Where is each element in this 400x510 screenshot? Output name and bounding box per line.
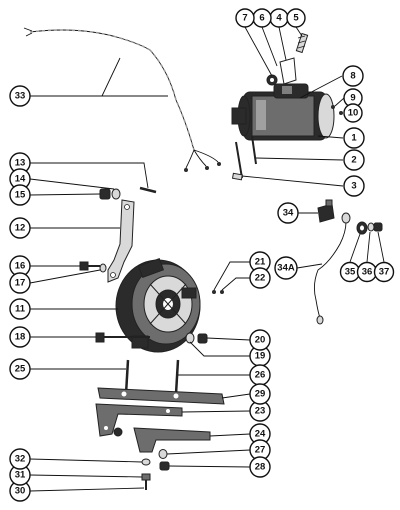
callout-35: 35 bbox=[339, 261, 361, 283]
callout-5: 5 bbox=[286, 8, 306, 28]
svg-text:24: 24 bbox=[255, 429, 266, 440]
pivot-bolt bbox=[95, 332, 150, 343]
svg-text:4: 4 bbox=[276, 13, 282, 24]
stud-nut-washer bbox=[99, 186, 157, 200]
svg-text:37: 37 bbox=[379, 267, 390, 278]
svg-text:34A: 34A bbox=[277, 263, 295, 274]
svg-text:34: 34 bbox=[283, 208, 294, 219]
starter-motor bbox=[231, 83, 335, 141]
svg-text:23: 23 bbox=[255, 406, 266, 417]
lower-bracket bbox=[133, 427, 211, 453]
svg-text:20: 20 bbox=[255, 335, 266, 346]
callout-15: 15 bbox=[9, 184, 31, 206]
callout-26: 26 bbox=[249, 364, 271, 386]
callout-22: 22 bbox=[249, 267, 271, 289]
callout-10: 10 bbox=[343, 103, 363, 123]
lower-brace bbox=[95, 403, 183, 437]
svg-text:13: 13 bbox=[15, 158, 26, 169]
svg-text:22: 22 bbox=[255, 273, 266, 284]
svg-text:25: 25 bbox=[15, 364, 26, 375]
callout-37: 37 bbox=[373, 261, 395, 283]
adjusting-brace bbox=[107, 199, 135, 283]
callout-14: 14 bbox=[9, 168, 31, 190]
svg-text:9: 9 bbox=[350, 93, 355, 104]
svg-text:15: 15 bbox=[15, 190, 26, 201]
lower-screw-set bbox=[113, 427, 151, 490]
leader-lines bbox=[29, 26, 385, 492]
callout-17: 17 bbox=[9, 272, 31, 294]
svg-text:30: 30 bbox=[15, 486, 26, 497]
callout-29: 29 bbox=[249, 383, 271, 405]
svg-text:32: 32 bbox=[15, 454, 26, 465]
callout-11: 11 bbox=[9, 298, 31, 320]
callout-12: 12 bbox=[9, 217, 31, 239]
callout-33: 33 bbox=[9, 85, 31, 107]
svg-text:6: 6 bbox=[259, 13, 264, 24]
callout-28: 28 bbox=[249, 456, 271, 478]
callout-13: 13 bbox=[9, 152, 31, 174]
starter-bolts bbox=[231, 135, 257, 181]
svg-text:26: 26 bbox=[255, 370, 266, 381]
callout-3: 3 bbox=[343, 175, 365, 197]
svg-text:33: 33 bbox=[15, 91, 26, 102]
svg-text:21: 21 bbox=[255, 257, 266, 268]
callout-25: 25 bbox=[9, 358, 31, 380]
pivot-nut-washer bbox=[185, 332, 208, 344]
callout-18: 18 bbox=[9, 326, 31, 348]
callout-6: 6 bbox=[252, 8, 272, 28]
alternator-small-parts bbox=[212, 290, 224, 294]
callout-8: 8 bbox=[342, 65, 364, 87]
svg-text:3: 3 bbox=[351, 181, 356, 192]
svg-text:35: 35 bbox=[345, 267, 356, 278]
wiring-harness bbox=[23, 27, 221, 172]
svg-text:11: 11 bbox=[15, 304, 26, 315]
mounting-bracket bbox=[97, 387, 225, 405]
svg-text:28: 28 bbox=[255, 462, 266, 473]
callout-34a: 34A bbox=[274, 256, 298, 280]
callout-4: 4 bbox=[269, 8, 289, 28]
bracket-nut-washer bbox=[158, 449, 170, 471]
callout-21: 21 bbox=[249, 251, 271, 273]
callout-36: 36 bbox=[356, 261, 378, 283]
svg-text:14: 14 bbox=[15, 174, 26, 185]
mounting-studs bbox=[124, 359, 180, 395]
starter-small-parts bbox=[331, 105, 343, 115]
svg-text:10: 10 bbox=[348, 108, 359, 119]
svg-text:16: 16 bbox=[15, 261, 26, 272]
svg-text:2: 2 bbox=[351, 155, 356, 166]
svg-text:36: 36 bbox=[362, 267, 373, 278]
brace-bolt-washer bbox=[79, 261, 107, 273]
solenoid-parts bbox=[266, 32, 309, 86]
alternator bbox=[115, 257, 201, 353]
svg-text:18: 18 bbox=[15, 332, 26, 343]
svg-text:12: 12 bbox=[15, 223, 26, 234]
svg-text:5: 5 bbox=[293, 13, 299, 24]
svg-text:7: 7 bbox=[242, 13, 247, 24]
callout-32: 32 bbox=[9, 448, 31, 470]
callout-7: 7 bbox=[235, 8, 255, 28]
svg-text:29: 29 bbox=[255, 389, 266, 400]
svg-text:19: 19 bbox=[255, 351, 266, 362]
callout-23: 23 bbox=[249, 400, 271, 422]
callout-34: 34 bbox=[277, 202, 299, 224]
svg-text:1: 1 bbox=[351, 133, 357, 144]
callout-1: 1 bbox=[343, 127, 365, 149]
callout-20: 20 bbox=[249, 329, 271, 351]
terminal-and-cable bbox=[313, 199, 383, 325]
svg-text:17: 17 bbox=[15, 278, 26, 289]
callout-2: 2 bbox=[343, 149, 365, 171]
svg-text:8: 8 bbox=[350, 71, 355, 82]
svg-text:31: 31 bbox=[15, 470, 26, 481]
svg-text:27: 27 bbox=[255, 445, 266, 456]
